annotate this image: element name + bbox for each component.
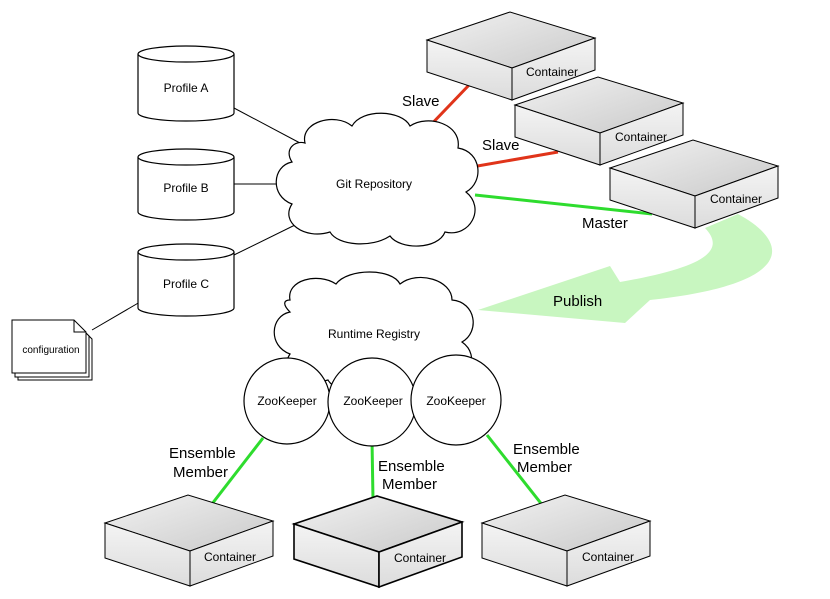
top-container-3-label: Container [710, 192, 762, 206]
ensemble-label-2-line2: Member [382, 476, 437, 493]
ensemble-link-2 [370, 439, 375, 501]
profile-b-label: Profile B [163, 181, 208, 195]
top-container-1: Container [425, 11, 597, 101]
profile-c-cylinder: Profile C [137, 243, 235, 317]
top-container-2: Container [513, 76, 685, 166]
publish-arrow [478, 214, 773, 323]
bottom-container-3: Container [480, 494, 652, 587]
configuration-document: configuration [11, 319, 93, 381]
slave-label-1: Slave [402, 93, 440, 110]
runtime-registry-label: Runtime Registry [328, 327, 420, 341]
ensemble-label-2-line1: Ensemble [378, 458, 445, 475]
zookeeper-node-1: ZooKeeper [243, 357, 331, 445]
zookeeper-node-2: ZooKeeper [327, 357, 417, 447]
ensemble-label-3-line1: Ensemble [513, 441, 580, 458]
ensemble-label-1-line2: Member [173, 464, 228, 481]
zookeeper-node-3: ZooKeeper [410, 354, 502, 446]
master-label: Master [582, 215, 628, 232]
slave-label-2: Slave [482, 137, 520, 154]
bottom-container-2-label: Container [394, 551, 446, 565]
bottom-container-1: Container [103, 494, 275, 587]
master-link [474, 193, 653, 216]
zookeeper-1-label: ZooKeeper [257, 394, 316, 408]
configuration-link [91, 301, 141, 331]
ensemble-label-1-line1: Ensemble [169, 445, 236, 462]
top-container-2-label: Container [615, 130, 667, 144]
bottom-container-3-label: Container [582, 550, 634, 564]
profile-c-label: Profile C [163, 277, 209, 291]
top-container-3: Container [608, 139, 780, 229]
publish-label: Publish [553, 293, 602, 310]
profile-b-cylinder: Profile B [137, 148, 235, 221]
top-container-1-label: Container [526, 65, 578, 79]
slave-link-2 [465, 150, 559, 170]
ensemble-link-1 [203, 437, 265, 514]
profile-a-link [233, 107, 301, 144]
profile-a-label: Profile A [164, 81, 209, 95]
bottom-container-2: Container [291, 495, 465, 589]
ensemble-label-3-line2: Member [517, 459, 572, 476]
git-repository-cloud: Git Repository [275, 112, 479, 247]
profile-a-cylinder: Profile A [137, 45, 235, 122]
zookeeper-3-label: ZooKeeper [426, 394, 485, 408]
profile-c-link [233, 224, 296, 256]
zookeeper-2-label: ZooKeeper [343, 394, 402, 408]
configuration-label: configuration [22, 345, 79, 356]
git-repository-label: Git Repository [336, 177, 412, 191]
bottom-container-1-label: Container [204, 550, 256, 564]
